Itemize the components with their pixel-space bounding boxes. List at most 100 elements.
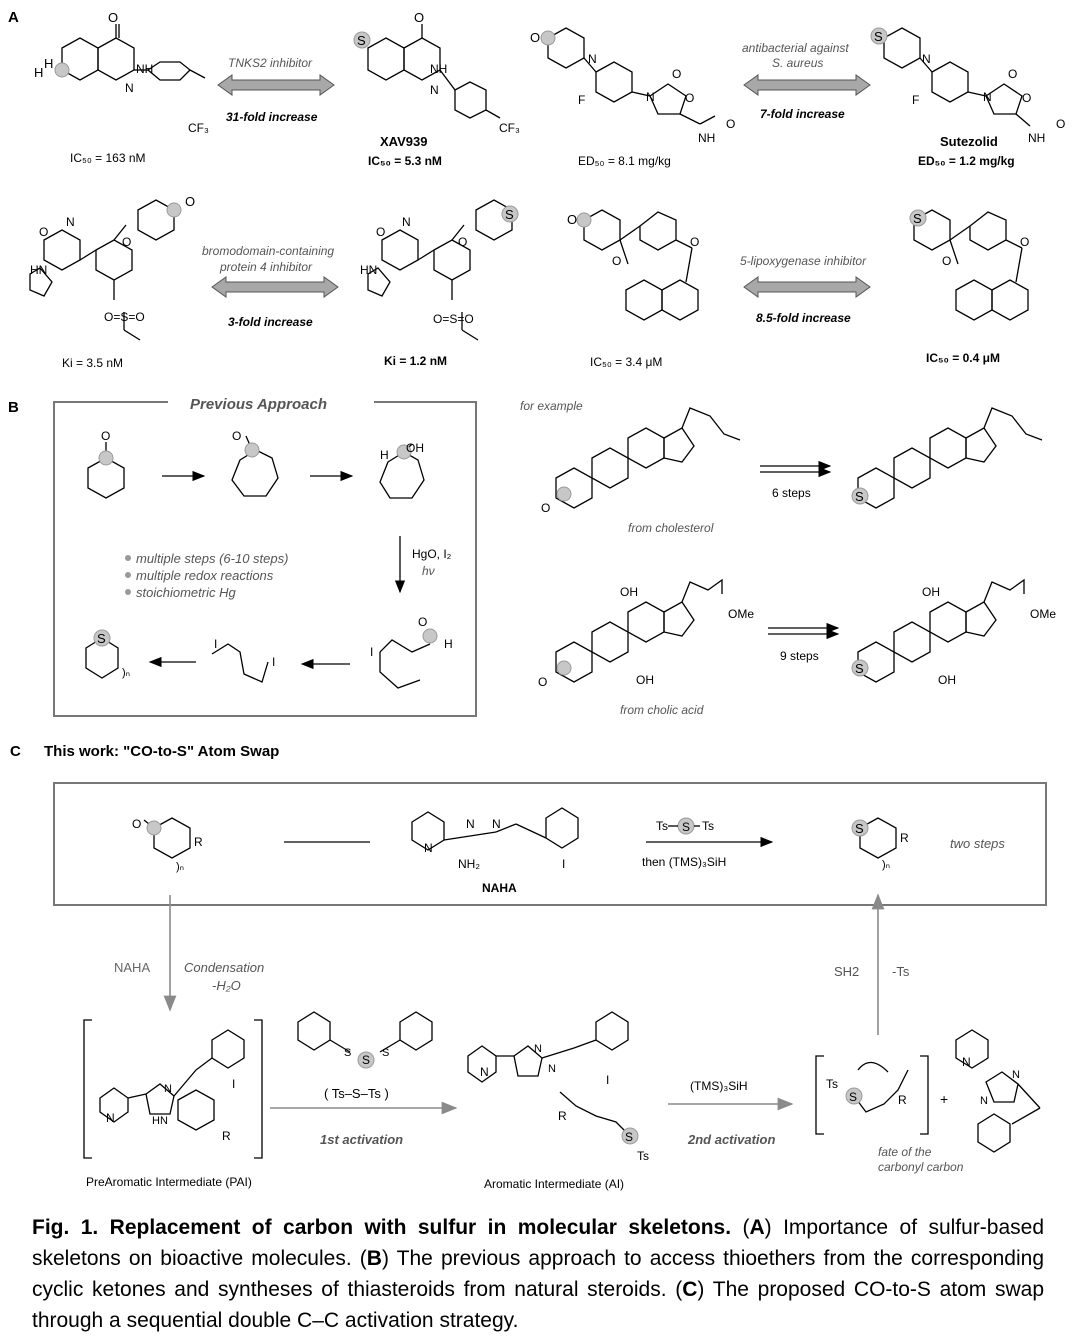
svg-text:N: N — [1012, 1069, 1020, 1081]
svg-text:O: O — [458, 235, 467, 249]
steroid-thia-2 — [857, 578, 1025, 683]
svg-text:OH: OH — [620, 585, 638, 599]
second-reagent: (TMS)₃SiH — [690, 1079, 748, 1093]
highlight-carbon-a7 — [576, 212, 592, 228]
ai-molecule — [467, 1011, 631, 1137]
svg-text:N: N — [962, 1055, 971, 1069]
svg-text:N: N — [646, 90, 655, 104]
bullet-2: multiple redox reactions — [136, 568, 274, 583]
fold-1: 31-fold increase — [226, 110, 318, 124]
svg-text:OMe: OMe — [728, 607, 754, 621]
ex1-steps: 6 steps — [772, 486, 811, 500]
name-sutezolid: Sutezolid — [940, 134, 998, 149]
sulfur-highlight-xav939 — [353, 31, 371, 49]
svg-text:O: O — [672, 67, 681, 81]
svg-text:OH: OH — [636, 673, 654, 687]
ex1-source: from cholesterol — [628, 521, 714, 535]
svg-text:O: O — [567, 212, 577, 227]
bullet-1: multiple steps (6-10 steps) — [136, 551, 288, 566]
svg-text:)ₙ: )ₙ — [122, 667, 130, 679]
svg-text:O: O — [530, 30, 540, 45]
svg-text:N: N — [588, 52, 597, 66]
molecule-a6 — [367, 199, 513, 341]
svg-text:O: O — [541, 501, 550, 515]
sulfur-highlight-thiane — [93, 629, 111, 647]
svg-text:S: S — [362, 1053, 370, 1067]
svg-text:)ₙ: )ₙ — [176, 861, 184, 873]
svg-text:O: O — [1022, 91, 1031, 105]
activity-a8: IC₅₀ = 0.4 μM — [926, 351, 1000, 365]
double-arrow-2 — [743, 74, 871, 96]
bullet-list — [125, 555, 131, 595]
svg-text:S: S — [382, 1047, 389, 1059]
fold-3: 3-fold increase — [228, 315, 313, 329]
fate-1: fate of the — [878, 1145, 932, 1159]
svg-text:N: N — [492, 817, 501, 831]
svg-text:CF₃: CF₃ — [188, 121, 209, 135]
reagent-then: then (TMS)₃SiH — [642, 855, 726, 869]
minus-ts: -Ts — [892, 964, 910, 979]
steroid-thia-1 — [857, 407, 1043, 509]
svg-text:F: F — [578, 93, 585, 107]
reagent-ts-top: Ts — [702, 819, 714, 833]
svg-text:S: S — [855, 489, 864, 504]
svg-text:H: H — [44, 56, 53, 71]
svg-text:R: R — [194, 835, 203, 849]
highlight-carbon-a5 — [166, 202, 182, 218]
svg-text:O: O — [376, 225, 385, 239]
caption-c-label: C — [682, 1278, 698, 1301]
condensation: Condensation — [184, 960, 264, 975]
caption-b-text: The previous approach to access thioethe… — [32, 1247, 1044, 1301]
sulfur-highlight-sutezolid — [870, 27, 888, 45]
svg-text:O: O — [108, 10, 118, 25]
svg-text:H: H — [380, 448, 389, 462]
molecule-sutezolid — [883, 27, 1031, 127]
target-3a: bromodomain-containing — [202, 244, 334, 258]
pai-bracket — [83, 1019, 263, 1159]
svg-text:I: I — [370, 645, 373, 659]
radical-intermediate — [815, 1055, 929, 1135]
svg-text:I: I — [272, 655, 275, 669]
dsd-formula: ( Ts–S–Ts ) — [324, 1086, 389, 1101]
sulfur-highlight-a6 — [501, 205, 519, 223]
activity-a5: Ki = 3.5 nM — [62, 356, 123, 370]
svg-text:O: O — [185, 194, 195, 209]
second-activation: 2nd activation — [687, 1132, 775, 1147]
ex2-steps: 9 steps — [780, 649, 819, 663]
ai-label: Aromatic Intermediate (AI) — [484, 1177, 624, 1191]
molecule-a1 — [61, 24, 206, 81]
activity-a6: Ki = 1.2 nM — [384, 354, 447, 368]
svg-text:N: N — [480, 1065, 489, 1079]
svg-text:Ts: Ts — [637, 1149, 649, 1163]
caption-a-text: Importance of sulfur-based skeletons on … — [32, 1216, 1045, 1270]
target-1: TNKS2 inhibitor — [228, 56, 313, 70]
double-arrow-1 — [217, 74, 335, 96]
svg-text:O: O — [122, 235, 131, 249]
svg-text:N: N — [466, 817, 475, 831]
pai-label: PreAromatic Intermediate (PAI) — [86, 1175, 252, 1189]
reagent-hv: hν — [422, 564, 435, 578]
svg-text:HN: HN — [30, 263, 47, 277]
svg-text:N: N — [164, 1083, 172, 1095]
panel-b-label: B — [8, 399, 19, 416]
svg-text:I: I — [232, 1077, 235, 1091]
svg-text:NH: NH — [136, 62, 153, 76]
svg-text:I: I — [562, 857, 565, 871]
minus-water: -H₂O — [212, 978, 241, 993]
svg-text:O: O — [612, 254, 621, 268]
caption-b-label: B — [366, 1247, 382, 1270]
svg-text:O: O — [132, 817, 141, 831]
svg-text:N: N — [402, 215, 411, 229]
svg-text:O: O — [685, 91, 694, 105]
steroid-cholesterol — [555, 407, 741, 509]
svg-text:S: S — [344, 1047, 351, 1059]
activity-a7: IC₅₀ = 3.4 μM — [590, 355, 662, 369]
svg-text:S: S — [849, 1090, 857, 1104]
caption-c-text: The proposed CO-to-S atom swap through a… — [32, 1278, 1045, 1332]
svg-text:O: O — [942, 254, 951, 268]
byproduct — [955, 1029, 1041, 1153]
svg-text:S: S — [357, 33, 366, 48]
for-example: for example — [520, 399, 583, 413]
svg-text:O: O — [1056, 117, 1065, 131]
svg-text:R: R — [222, 1129, 231, 1143]
